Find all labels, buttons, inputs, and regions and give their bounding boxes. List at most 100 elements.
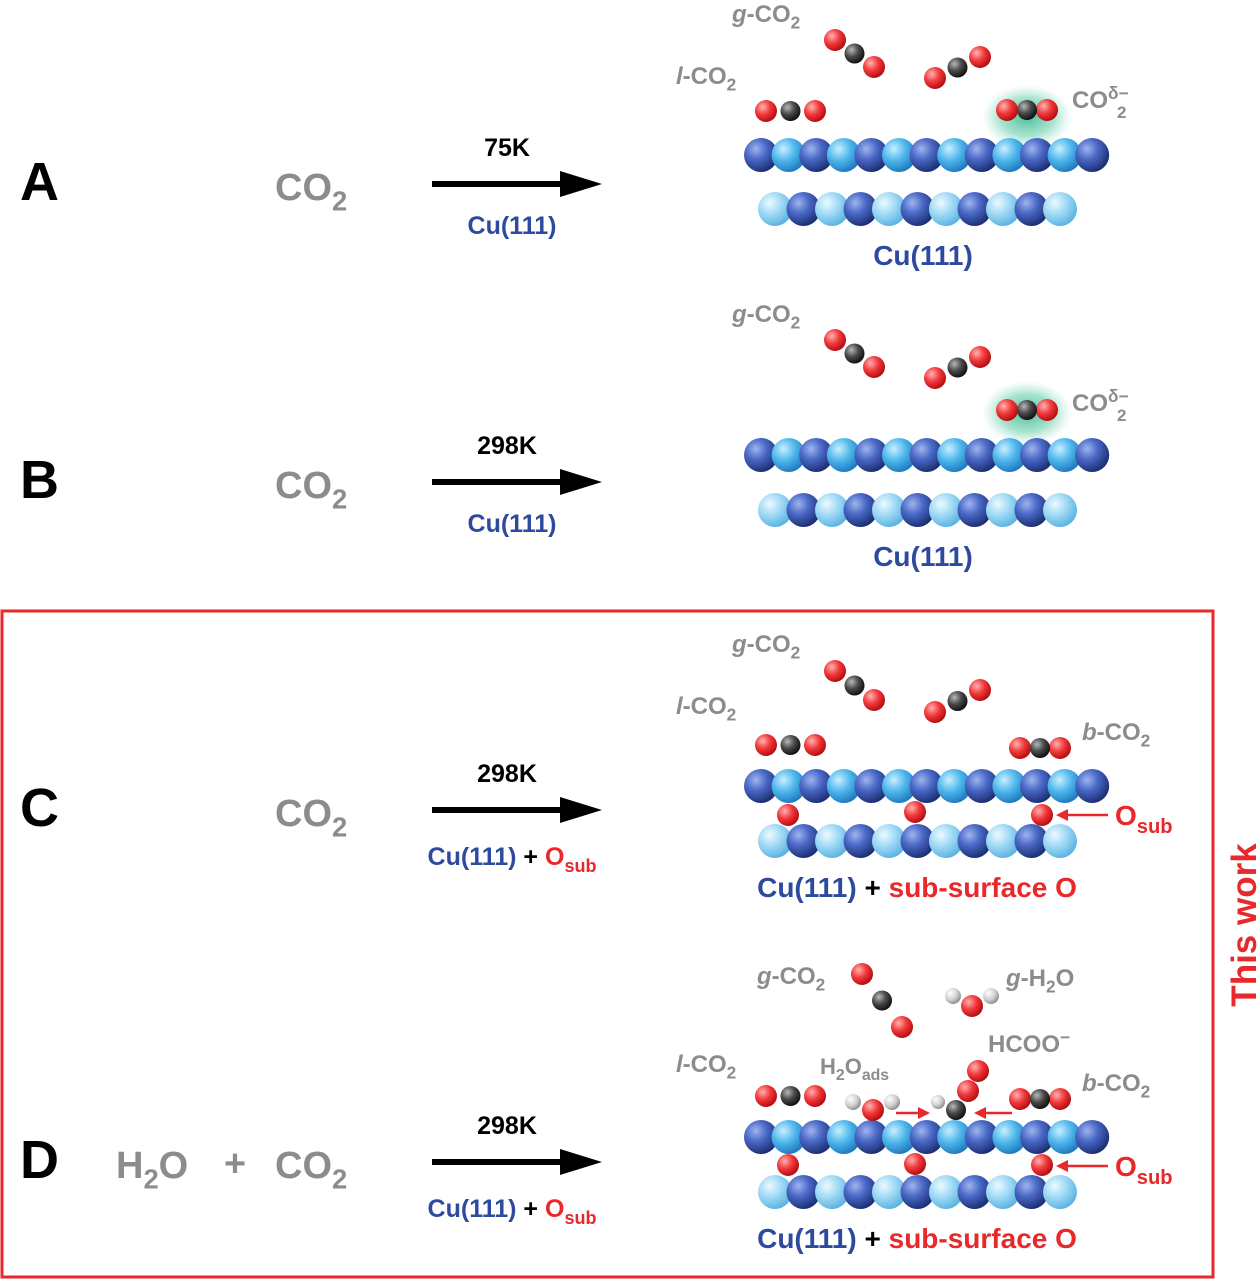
cu-atom-dark [854, 138, 889, 172]
cu-atom-mid [992, 1120, 1027, 1154]
carbon-atom [947, 57, 968, 78]
catalyst-label-part: + [516, 843, 545, 871]
species-label-part: g [731, 301, 747, 328]
cu-atom-dark [1020, 438, 1054, 472]
catalyst-label-part: Cu(111) [468, 510, 557, 538]
species-label-part: l [676, 63, 684, 90]
reactant-co2-part: CO [275, 465, 332, 507]
oxygen-atom [824, 660, 846, 682]
hydrogen-atom [983, 988, 999, 1004]
cu-atom-dark [957, 493, 992, 527]
oxygen-atom [969, 679, 991, 701]
subsurface-oxygen [1031, 1154, 1053, 1176]
cu-atom-dark [799, 1120, 834, 1154]
catalyst-label-part: Cu(111) [428, 843, 517, 871]
carbon-atom [872, 990, 892, 1011]
species-label-anion-part: CO [1072, 390, 1108, 417]
cu-atom-dark [909, 769, 944, 803]
cu-atom-dark [1014, 1175, 1049, 1209]
cu-atom-light [1043, 493, 1077, 527]
oxygen-atom [924, 367, 946, 389]
species-label-part: 2 [1141, 1082, 1151, 1102]
this-work-label: This work [1225, 843, 1258, 1007]
species-label-part: -CO [1097, 1070, 1141, 1097]
surface-label: Cu(111) + sub-surface O [757, 872, 1077, 903]
surface-label-part: Cu(111) [757, 872, 857, 903]
cu-atom-light [758, 192, 792, 226]
species-label-part: 2 [791, 313, 801, 333]
species-label-part: − [1060, 1027, 1070, 1047]
cu-atom-dark [909, 438, 944, 472]
cu-atom-mid [826, 769, 861, 803]
cu-atom-light [815, 493, 849, 527]
carbon-atom [1030, 1089, 1050, 1109]
reaction-arrow-head [560, 469, 602, 495]
species-label: l-CO2 [676, 693, 736, 725]
catalyst-label-part: sub [564, 1208, 596, 1228]
reactant-plus: + [224, 1143, 246, 1185]
oxygen-atom [1049, 1088, 1071, 1110]
hydrogen-atom [945, 988, 961, 1004]
cu-atom-dark [1075, 1120, 1110, 1154]
temperature-label: 298K [477, 432, 537, 460]
surface-label-part: + [857, 872, 889, 903]
catalyst-label-part: Cu(111) [468, 212, 557, 240]
cu-atom-dark [964, 438, 999, 472]
red-pointer-head [918, 1107, 930, 1119]
temperature-label-part: 298K [477, 1112, 537, 1140]
oxygen-atom [804, 734, 826, 756]
species-label: g-CO2 [756, 963, 825, 995]
species-label-part: -CO [683, 1051, 727, 1078]
panel-letter: C [20, 778, 59, 838]
cu-atom-mid [1047, 138, 1082, 172]
reactant-co2: CO2 [275, 793, 347, 843]
cu-atom-mid [882, 1120, 916, 1154]
carbon-atom [1017, 100, 1037, 120]
oxygen-atom [996, 399, 1018, 421]
oxygen-atom [824, 329, 846, 351]
cu-atom-dark [1075, 769, 1110, 803]
oxygen-atom [924, 701, 946, 723]
oxygen-atom [969, 46, 991, 68]
species-label-part: 2 [727, 705, 737, 725]
oxygen-atom [1049, 737, 1071, 759]
subsurface-oxygen [777, 1154, 799, 1176]
oxygen-atom [1036, 99, 1058, 121]
cu-atom-light [986, 824, 1020, 858]
oxygen-atom [891, 1016, 913, 1038]
cu-atom-dark [900, 1175, 935, 1209]
temperature-label: 298K [477, 760, 537, 788]
cu-atom-dark [786, 493, 821, 527]
reactant-plus-part: + [224, 1143, 246, 1185]
cu-atom-light [929, 493, 963, 527]
cu-atom-light [872, 192, 906, 226]
catalyst-label: Cu(111) [468, 510, 557, 538]
osub-label: Osub [1115, 1151, 1173, 1189]
temperature-label-part: 298K [477, 432, 537, 460]
species-label-anion-sub: 2 [1117, 103, 1126, 122]
oxygen-atom [924, 67, 946, 89]
panel-letter-part: C [20, 778, 59, 838]
cu-atom-mid [771, 769, 806, 803]
oxygen-atom [862, 1099, 884, 1121]
cu-atom-dark [1020, 769, 1054, 803]
cu-atom-dark [786, 824, 821, 858]
cu-atom-mid [826, 438, 861, 472]
species-label-part: HCOO [988, 1031, 1060, 1058]
surface-label-part: sub-surface O [889, 872, 1077, 903]
osub-label: Osub [1115, 800, 1173, 838]
species-label-part: 2 [727, 1063, 737, 1083]
cu-atom-dark [957, 1175, 992, 1209]
species-label: b-CO2 [1082, 719, 1150, 751]
carbon-atom [844, 675, 865, 696]
subsurface-oxygen [1031, 804, 1053, 826]
cu-atom-light [815, 1175, 849, 1209]
cu-atom-mid [992, 769, 1027, 803]
subsurface-oxygen [904, 801, 926, 823]
species-label-part: 2 [1046, 977, 1056, 997]
cu-atom-mid [882, 438, 916, 472]
reactant-co2: CO2 [275, 167, 347, 217]
